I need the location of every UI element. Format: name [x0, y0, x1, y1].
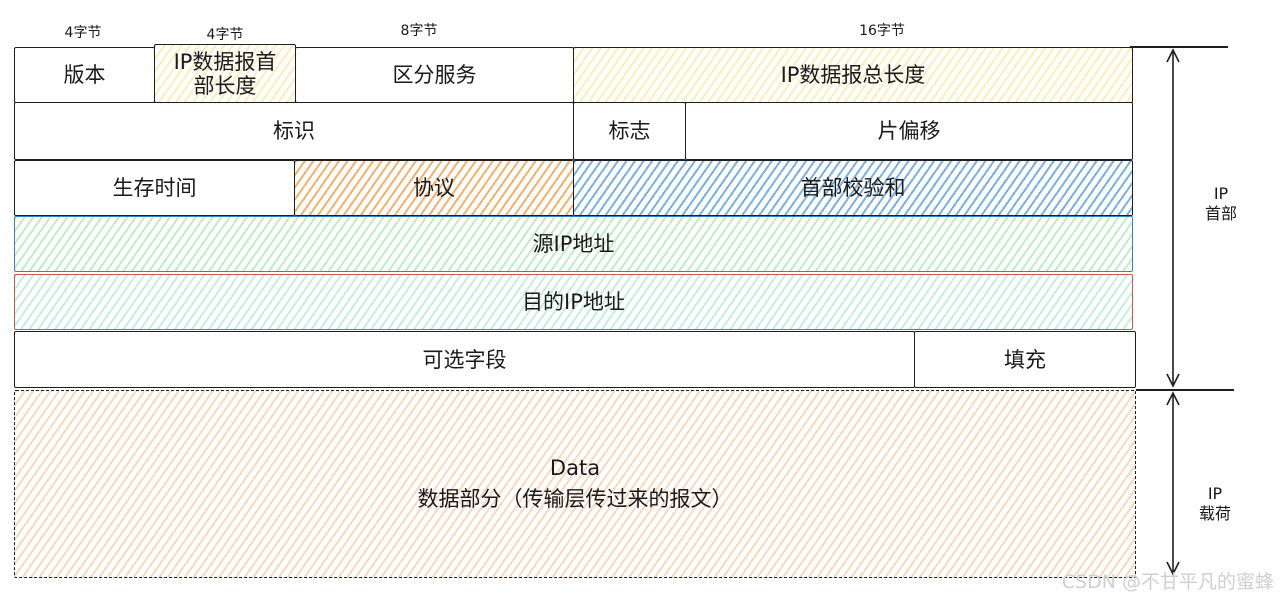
data-area: Data 数据部分（传输层传过来的报文） [14, 390, 1136, 578]
side-label-payload: IP 载荷 [1190, 484, 1240, 524]
field-fragment-offset-label: 片偏移 [877, 119, 941, 143]
field-version-label: 版本 [63, 63, 106, 87]
field-checksum-label: 首部校验和 [800, 176, 906, 200]
header-arrow-top-icon [1166, 48, 1180, 63]
side-label-header-2: 首部 [1204, 204, 1237, 223]
field-source-ip-label: 源IP地址 [532, 232, 615, 256]
field-options: 可选字段 [14, 331, 915, 388]
side-label-payload-2: 载荷 [1198, 504, 1231, 523]
field-options-label: 可选字段 [422, 347, 507, 372]
field-service-label: 区分服务 [392, 63, 477, 87]
watermark: CSDN @不甘平凡的蜜蜂 [1061, 571, 1274, 593]
byte-label-version: 4字节 [64, 25, 102, 41]
field-fragment-offset: 片偏移 [685, 102, 1133, 160]
field-version: 版本 [14, 47, 155, 103]
field-total-length-label: IP数据报总长度 [780, 63, 926, 87]
field-source-ip: 源IP地址 [14, 216, 1133, 272]
field-header-length-label-1: IP数据报首 [173, 49, 277, 74]
field-protocol-label: 协议 [413, 176, 455, 200]
side-label-header: IP 首部 [1196, 184, 1246, 224]
field-header-length-label-2: 部长度 [193, 73, 257, 98]
payload-arrow-top-icon [1166, 391, 1180, 406]
header-arrow-bottom-icon [1166, 373, 1180, 388]
field-dest-ip-label: 目的IP地址 [522, 290, 625, 314]
field-identification-label: 标识 [273, 119, 315, 143]
byte-label-service: 8字节 [400, 23, 438, 39]
side-label-header-1: IP [1213, 184, 1229, 203]
field-ttl-label: 生存时间 [112, 176, 197, 200]
field-padding: 填充 [914, 331, 1136, 388]
byte-label-header-length: 4字节 [206, 27, 244, 43]
data-title: Data [549, 456, 601, 480]
field-checksum: 首部校验和 [573, 160, 1133, 216]
side-label-payload-1: IP [1207, 484, 1223, 503]
field-flags-label: 标志 [608, 119, 651, 143]
data-description: 数据部分（传输层传过来的报文） [417, 487, 733, 511]
byte-label-total-length: 16字节 [859, 23, 905, 39]
payload-arrow-bottom-icon [1166, 561, 1180, 576]
field-dest-ip: 目的IP地址 [14, 274, 1133, 330]
field-protocol: 协议 [294, 160, 574, 216]
field-total-length: IP数据报总长度 [573, 47, 1133, 103]
field-padding-label: 填充 [1004, 347, 1046, 372]
field-header-length: IP数据报首 部长度 [154, 44, 296, 103]
